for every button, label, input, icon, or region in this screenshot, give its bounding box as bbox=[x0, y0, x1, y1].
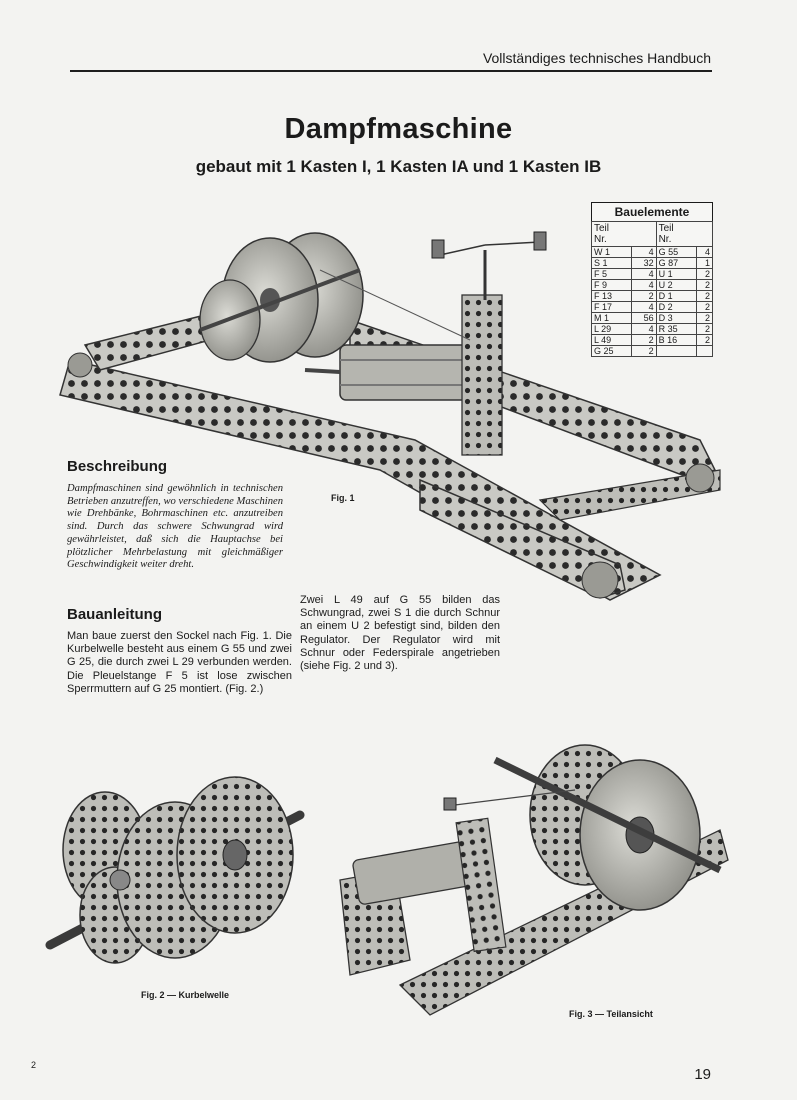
part-quantity: 2 bbox=[695, 301, 714, 313]
part-id: B 16 bbox=[655, 334, 697, 346]
part-id: D 3 bbox=[655, 312, 697, 324]
page-number: 19 bbox=[694, 1066, 711, 1083]
part-quantity bbox=[695, 345, 714, 357]
instructions-heading: Bauanleitung bbox=[67, 606, 163, 623]
figure-3-caption: Fig. 3 — Teilansicht bbox=[569, 1009, 653, 1019]
part-quantity: 1 bbox=[695, 257, 714, 269]
part-id: G 87 bbox=[655, 257, 697, 269]
part-quantity: 4 bbox=[631, 246, 657, 258]
part-quantity: 2 bbox=[695, 290, 714, 302]
part-id: L 49 bbox=[590, 334, 633, 346]
part-id: G 55 bbox=[655, 246, 697, 258]
part-quantity: 4 bbox=[631, 323, 657, 335]
part-id: W 1 bbox=[590, 246, 633, 258]
part-id: F 17 bbox=[590, 301, 633, 313]
part-quantity: 2 bbox=[695, 323, 714, 335]
parts-table-caption: Bauelemente bbox=[591, 202, 713, 221]
instructions-text-1: Man baue zuerst den Sockel nach Fig. 1. … bbox=[67, 630, 292, 695]
part-id: L 29 bbox=[590, 323, 633, 335]
fig1-cylinder bbox=[304, 339, 495, 405]
part-id: M 1 bbox=[590, 312, 633, 324]
signature-mark: 2 bbox=[31, 1060, 37, 1070]
page-title: Dampfmaschine bbox=[284, 113, 513, 145]
fig1-regulator bbox=[319, 231, 547, 456]
part-id: F 13 bbox=[590, 290, 633, 302]
running-header: Vollständiges technisches Handbuch bbox=[482, 50, 711, 66]
figure-2-caption: Fig. 2 — Kurbelwelle bbox=[141, 990, 230, 1000]
part-quantity: 2 bbox=[695, 312, 714, 324]
instructions-text-2: Zwei L 49 auf G 55 bilden das Schwungrad… bbox=[300, 594, 500, 673]
part-quantity: 4 bbox=[631, 268, 657, 280]
description-heading: Beschreibung bbox=[67, 458, 168, 475]
part-quantity: 2 bbox=[631, 290, 657, 302]
part-id bbox=[655, 345, 697, 357]
part-quantity: 56 bbox=[631, 312, 657, 324]
part-quantity: 4 bbox=[695, 246, 714, 258]
fig1-flywheels bbox=[199, 232, 364, 363]
part-id: U 1 bbox=[655, 268, 697, 280]
part-quantity: 4 bbox=[631, 279, 657, 291]
part-quantity: 32 bbox=[631, 257, 657, 269]
page-subtitle: gebaut mit 1 Kasten I, 1 Kasten IA und 1… bbox=[195, 157, 602, 176]
part-quantity: 2 bbox=[631, 334, 657, 346]
part-quantity: 2 bbox=[631, 345, 657, 357]
part-id: D 2 bbox=[655, 301, 697, 313]
part-id: F 5 bbox=[590, 268, 633, 280]
description-text: Dampfmaschinen sind gewöhnlich in techni… bbox=[67, 483, 283, 571]
figure-1-caption: Fig. 1 bbox=[331, 493, 355, 503]
part-id: S 1 bbox=[590, 257, 633, 269]
part-id: R 35 bbox=[655, 323, 697, 335]
header-rule bbox=[70, 70, 712, 72]
part-id: F 9 bbox=[590, 279, 633, 291]
part-id: G 25 bbox=[590, 345, 633, 357]
part-quantity: 2 bbox=[695, 268, 714, 280]
part-id: U 2 bbox=[655, 279, 697, 291]
part-id: D 1 bbox=[655, 290, 697, 302]
part-quantity: 4 bbox=[631, 301, 657, 313]
part-quantity: 2 bbox=[695, 334, 714, 346]
part-quantity: 2 bbox=[695, 279, 714, 291]
